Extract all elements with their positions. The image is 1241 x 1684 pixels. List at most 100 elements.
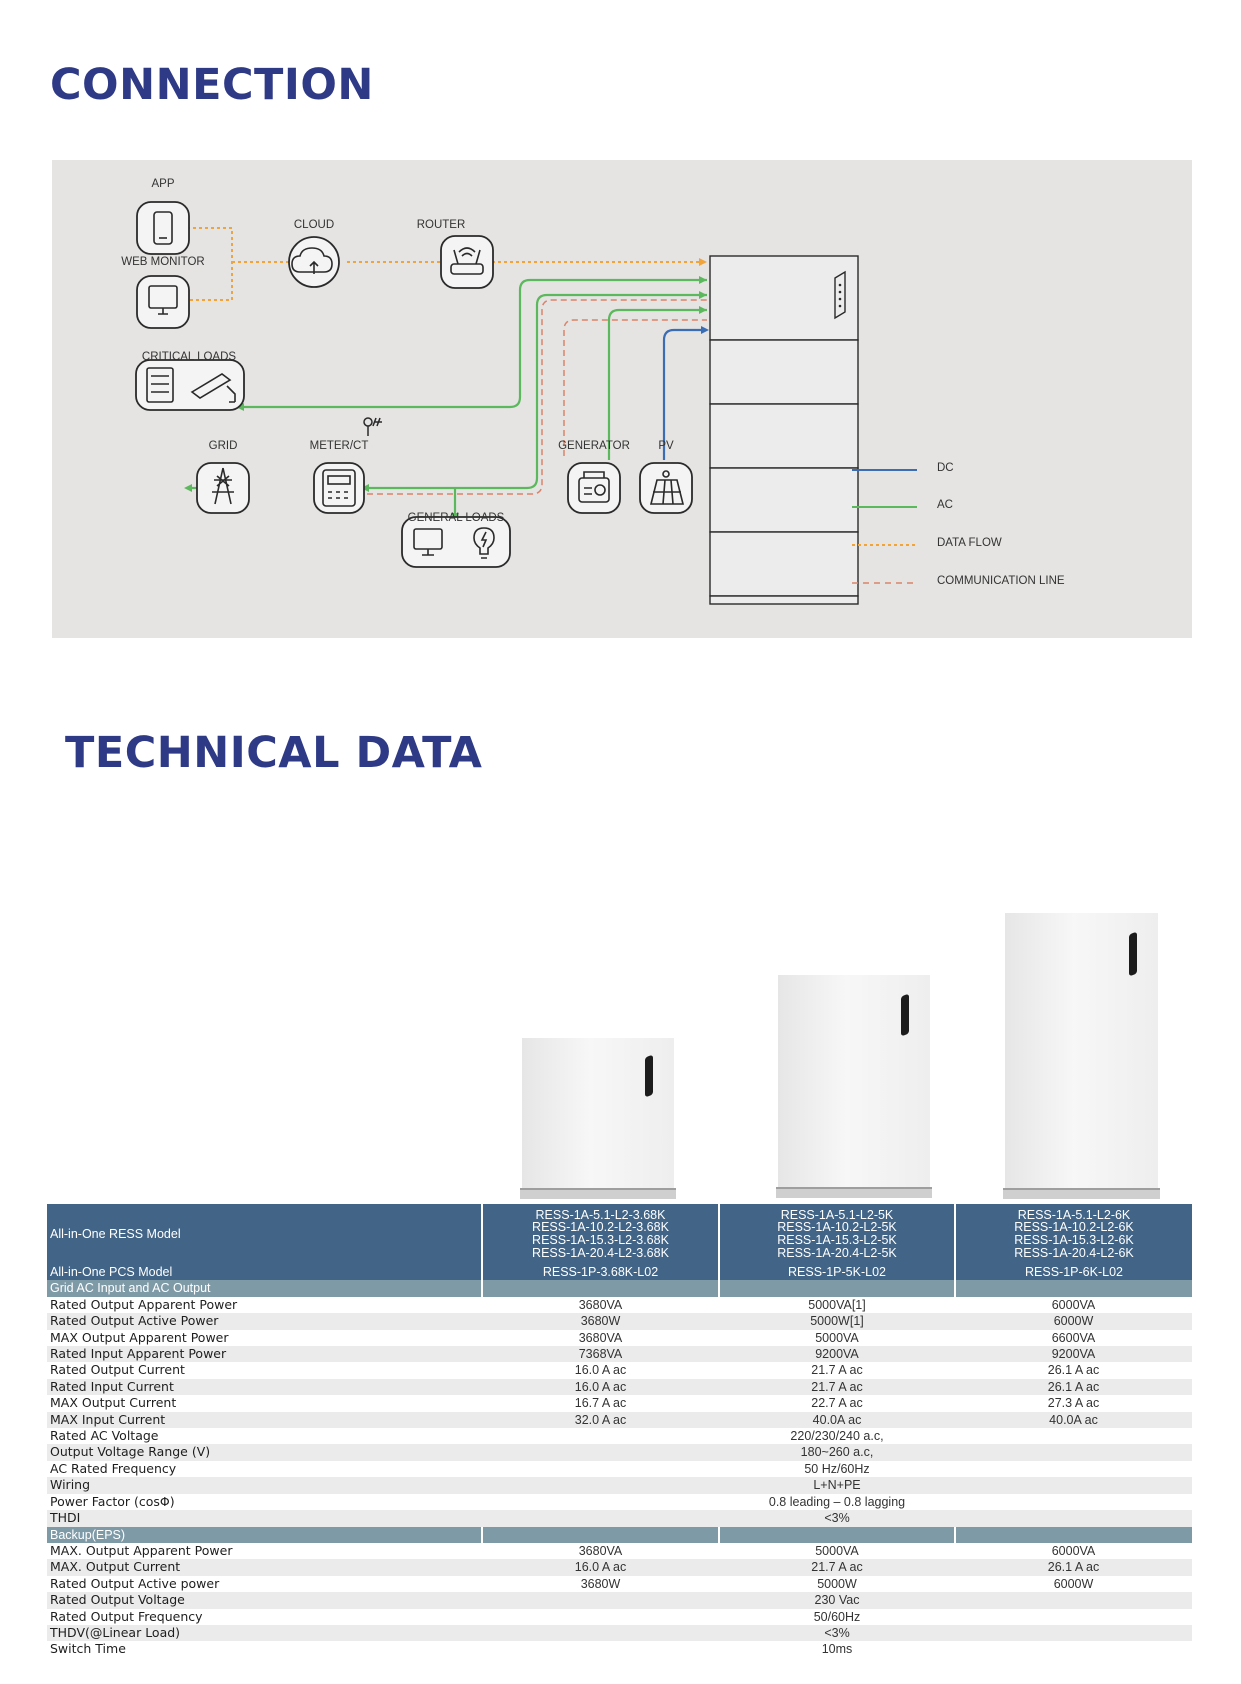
spec-value: 21.7 A ac xyxy=(719,1378,955,1396)
spec-value: 6000VA xyxy=(955,1296,1192,1314)
spec-label: MAX Output Apparent Power xyxy=(47,1329,482,1347)
spec-label: Rated Output Active Power xyxy=(47,1313,482,1330)
spec-value: 5000W xyxy=(719,1575,955,1593)
spec-value: 16.7 A ac xyxy=(482,1395,719,1412)
legend-communication-line: COMMUNICATION LINE xyxy=(937,575,1065,587)
section-spacer xyxy=(718,1526,955,1543)
spec-label: MAX Input Current xyxy=(47,1411,482,1429)
router-label: ROUTER xyxy=(416,219,466,231)
spec-value: 5000VA[1] xyxy=(719,1296,955,1314)
spec-value-shared: 10ms xyxy=(482,1641,1192,1658)
model-name: RESS-1A-20.4-L2-3.68K xyxy=(532,1245,669,1260)
spec-value: 5000W[1] xyxy=(719,1313,955,1330)
spec-value: 26.1 A ac xyxy=(955,1378,1192,1396)
spec-label: AC Rated Frequency xyxy=(47,1460,482,1478)
spec-value: 3680W xyxy=(482,1313,719,1330)
spec-label: Output Voltage Range (V) xyxy=(47,1444,482,1461)
spec-value: 9200VA xyxy=(719,1346,955,1363)
spec-row: THDV(@Linear Load)<3% xyxy=(47,1624,1192,1642)
grid-label: GRID xyxy=(208,440,238,452)
spec-label: Rated AC Voltage xyxy=(47,1428,482,1445)
spec-value: 27.3 A ac xyxy=(955,1395,1192,1412)
app-label: APP xyxy=(151,178,175,190)
spec-label: Rated Output Voltage xyxy=(47,1592,482,1609)
spec-value-shared: <3% xyxy=(482,1624,1192,1642)
section-title: Grid AC Input and AC Output xyxy=(47,1280,482,1297)
ac-lines xyxy=(190,278,707,515)
spec-label: THDI xyxy=(47,1510,482,1527)
spec-value: 5000VA xyxy=(719,1542,955,1560)
cabinet-led-dots xyxy=(838,283,842,308)
data-flow-arrowheads xyxy=(699,258,707,266)
spec-label: Switch Time xyxy=(47,1641,482,1658)
spec-value-shared: L+N+PE xyxy=(482,1477,1192,1494)
model-name: RESS-1A-10.2-L2-6K xyxy=(1014,1220,1134,1235)
spec-value: 40.0A ac xyxy=(719,1411,955,1429)
spec-value: 21.7 A ac xyxy=(719,1559,955,1576)
model-name: RESS-1A-20.4-L2-5K xyxy=(777,1245,897,1260)
spec-value: 7368VA xyxy=(482,1346,719,1363)
spec-value-shared: 0.8 leading – 0.8 lagging xyxy=(482,1493,1192,1511)
web-monitor-icon xyxy=(136,275,190,329)
communication-lines xyxy=(367,299,707,495)
spec-value: 6600VA xyxy=(955,1329,1192,1347)
critical-loads-label: CRITICAL LOADS xyxy=(141,351,237,363)
pcs-model-label: All-in-One PCS Model xyxy=(47,1264,482,1281)
section-spacer xyxy=(481,1526,719,1543)
spec-label: Rated Input Current xyxy=(47,1378,482,1396)
pcs-model-row: All-in-One PCS Model RESS-1P-3.68K-L02 R… xyxy=(47,1264,1192,1281)
spec-value: 6000W xyxy=(955,1575,1192,1593)
ct-symbol xyxy=(363,417,382,436)
ac-arrowheads xyxy=(184,276,707,521)
model-name: RESS-1A-15.3-L2-5K xyxy=(777,1233,897,1247)
technical-data-heading: TECHNICAL DATA xyxy=(65,728,483,778)
spec-value: 3680VA xyxy=(482,1542,719,1560)
section-header-row: Grid AC Input and AC Output xyxy=(47,1280,1192,1297)
spec-value: 5000VA xyxy=(719,1329,955,1347)
section-spacer xyxy=(954,1280,1192,1297)
spec-value: 22.7 A ac xyxy=(719,1395,955,1412)
ress-model-cell: RESS-1A-5.1-L2-3.68K RESS-1A-10.2-L2-3.6… xyxy=(481,1204,719,1264)
meter-icon xyxy=(313,462,365,514)
technical-data-table: All-in-One RESS Model RESS-1A-5.1-L2-3.6… xyxy=(47,1204,1192,1658)
spec-value: 40.0A ac xyxy=(955,1411,1192,1429)
spec-label: THDV(@Linear Load) xyxy=(47,1624,482,1642)
cabinet-6k-image xyxy=(1003,913,1160,1200)
product-images xyxy=(0,900,1241,1200)
section-spacer xyxy=(954,1526,1192,1543)
model-name: RESS-1A-5.1-L2-6K xyxy=(1017,1207,1131,1222)
spec-label: Power Factor (cosΦ) xyxy=(47,1493,482,1511)
section-spacer xyxy=(481,1280,719,1297)
cabinet-5k-image xyxy=(776,975,932,1200)
spec-value-shared: 180~260 a.c, xyxy=(482,1444,1192,1461)
spec-label: Rated Output Active power xyxy=(47,1575,482,1593)
generator-label: GENERATOR xyxy=(558,440,630,452)
spec-row: THDI<3% xyxy=(47,1510,1192,1527)
model-name: RESS-1A-5.1-L2-3.68K xyxy=(535,1207,666,1222)
critical-loads-icon xyxy=(135,359,245,411)
dc-line xyxy=(662,328,704,460)
ress-model-cell: RESS-1A-5.1-L2-5K RESS-1A-10.2-L2-5K RES… xyxy=(718,1204,955,1264)
spec-label: MAX. Output Current xyxy=(47,1559,482,1576)
spec-value: 21.7 A ac xyxy=(719,1362,955,1379)
spec-value-shared: 220/230/240 a.c, xyxy=(482,1428,1192,1445)
pcs-model-cell: RESS-1P-5K-L02 xyxy=(718,1264,955,1281)
ress-model-row: All-in-One RESS Model RESS-1A-5.1-L2-3.6… xyxy=(47,1204,1192,1264)
pcs-model-cell: RESS-1P-3.68K-L02 xyxy=(481,1264,719,1281)
pv-label: PV xyxy=(658,440,674,452)
spec-value-shared: 50 Hz/60Hz xyxy=(482,1460,1192,1478)
grid-icon xyxy=(196,462,250,514)
spec-value: 26.1 A ac xyxy=(955,1559,1192,1576)
section-header-row: Backup(EPS) xyxy=(47,1526,1192,1543)
generator-icon xyxy=(567,462,621,514)
connection-diagram: APP WEB MONITOR CLOUD ROUTER CRITICAL LO… xyxy=(52,160,1192,638)
spec-label: Rated Output Current xyxy=(47,1362,482,1379)
